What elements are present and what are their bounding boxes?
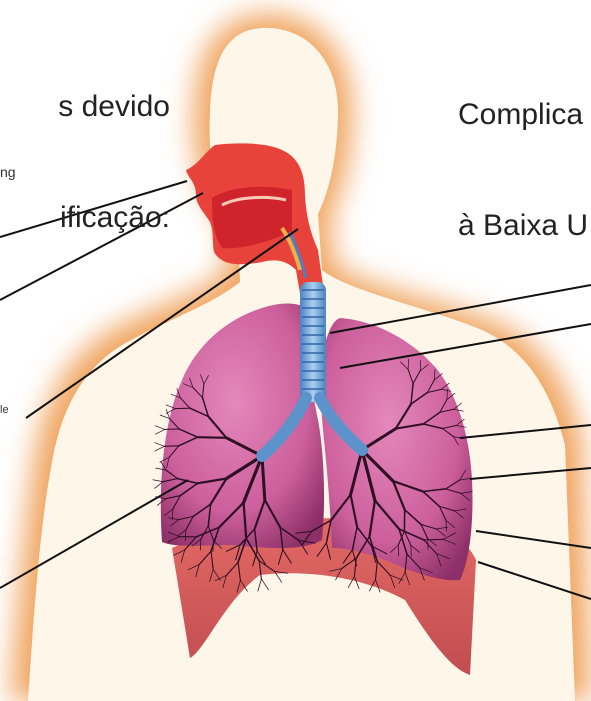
right-heading: Complica à Baixa U [458, 22, 588, 318]
callout-label-middle: le [0, 404, 9, 416]
right-heading-line-1: Complica [458, 96, 588, 133]
bronchus-branch [424, 539, 443, 540]
bronchus-branch [420, 360, 421, 371]
bronchus-branch [198, 437, 227, 438]
left-heading-line-2: ificação: [0, 199, 170, 236]
callout-label-top: ng [0, 164, 16, 180]
bronchus-branch [164, 446, 179, 447]
left-heading-line-1: s devido [0, 88, 170, 125]
left-heading: s devido ificação: [0, 14, 170, 310]
right-heading-line-2: à Baixa U [458, 207, 588, 244]
